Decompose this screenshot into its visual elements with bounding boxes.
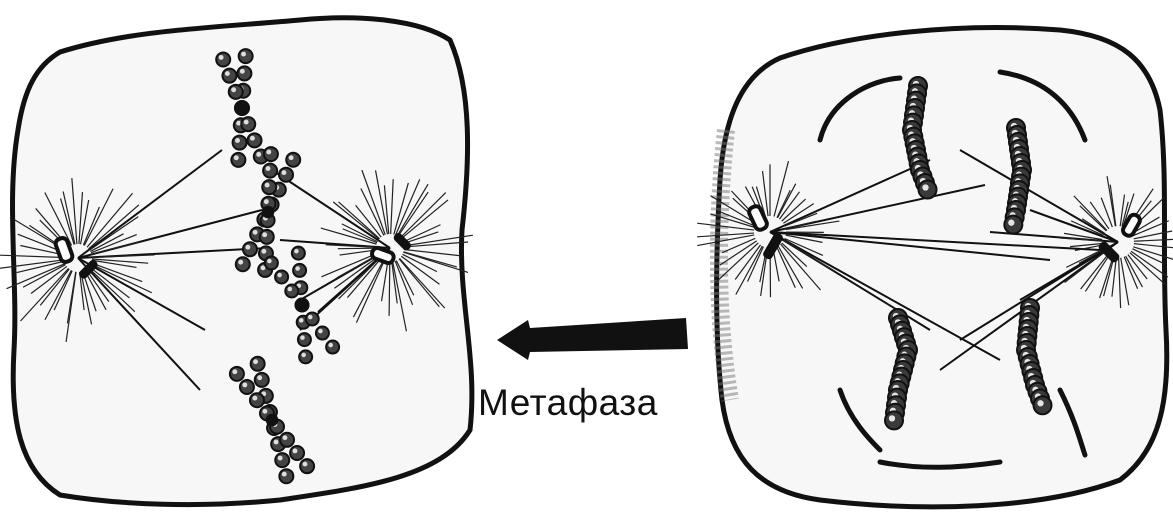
centromere (262, 206, 275, 219)
chromatin-highlight (300, 335, 305, 340)
chromatin-highlight (240, 69, 245, 74)
chromatin-bead (216, 53, 230, 67)
chromatin-highlight (1008, 220, 1014, 226)
chromatin-highlight (281, 170, 286, 175)
chromatin-bead (260, 230, 274, 244)
chromatin-bead (279, 168, 293, 182)
chromatin-bead (280, 433, 294, 447)
chromatin-bead (275, 270, 288, 283)
chromatin-bead (250, 393, 264, 407)
chromatin-bead (299, 350, 312, 363)
chromatin-highlight (262, 409, 267, 414)
chromatin-highlight (253, 230, 258, 235)
chromatin-bead (306, 313, 319, 326)
chromatin-highlight (219, 55, 224, 60)
chromatin-bead (236, 257, 250, 271)
aster-ray (389, 262, 390, 316)
chromatin-highlight (293, 448, 298, 453)
transition-arrow (497, 318, 688, 360)
chromatin-highlight (266, 150, 271, 155)
chromatin-bead (300, 459, 314, 473)
chromatin-highlight (232, 369, 237, 374)
chromatin-highlight (278, 456, 283, 461)
chromatin-highlight (328, 343, 333, 348)
chromatin-bead (241, 117, 255, 131)
chromatin-highlight (231, 87, 236, 92)
chromatin-bead (264, 147, 278, 161)
chromatin-highlight (256, 152, 261, 157)
chromatin-highlight (262, 232, 267, 237)
centromere (266, 414, 279, 427)
chromatin-bead (316, 327, 329, 340)
stage-caption: Метафаза (478, 382, 658, 424)
chromatin-bead (293, 264, 306, 277)
centromere (296, 299, 308, 311)
chromatin-highlight (922, 184, 928, 190)
chromatin-bead (230, 367, 244, 381)
chromatin-highlight (253, 359, 258, 364)
chromatin-bead (263, 164, 277, 178)
chromatin-highlight (245, 245, 250, 250)
chromatin-bead (248, 133, 262, 147)
chromatin-highlight (266, 166, 271, 171)
right-cell-membrane (717, 28, 1167, 507)
chromatin-highlight (294, 249, 299, 254)
chromatin-highlight (252, 396, 257, 401)
chromatin-bead (279, 469, 293, 483)
chromatin-bead (239, 49, 253, 63)
chromatin-bead (251, 357, 265, 371)
right-cell (697, 28, 1173, 507)
chromatin-highlight (282, 435, 287, 440)
chromatin-highlight (889, 415, 895, 421)
chromatin-bead (286, 153, 300, 167)
chromatin-bead (290, 446, 304, 460)
chromatin-highlight (250, 136, 255, 141)
chromatin-bead (233, 136, 247, 150)
chromatin-bead (231, 153, 245, 167)
chromatin-bead (275, 453, 289, 467)
chromatin-highlight (295, 266, 300, 271)
chromatin-highlight (241, 52, 246, 57)
chromatin-highlight (277, 273, 282, 278)
chromatin-highlight (261, 249, 266, 254)
chromatin-bead (265, 256, 278, 269)
chromatin-highlight (288, 287, 293, 292)
chromatin-highlight (265, 183, 270, 188)
chromatin-bead (222, 69, 236, 83)
chromatin-highlight (238, 260, 243, 265)
chromatin-highlight (234, 155, 239, 160)
chromatin-highlight (301, 353, 306, 358)
chromatin-bead (298, 333, 311, 346)
chromatin-highlight (318, 329, 323, 334)
chromatin-bead (237, 66, 251, 80)
chromatin-highlight (244, 120, 249, 125)
chromatin-bead (285, 284, 298, 297)
chromatin-bead (240, 380, 254, 394)
chromatin-bead (326, 341, 339, 354)
chromatin-highlight (267, 259, 272, 264)
chromatin-highlight (289, 155, 294, 160)
chromatin-highlight (257, 375, 262, 380)
chromatin-highlight (282, 472, 287, 477)
chromatin-highlight (264, 199, 269, 204)
chromatin-highlight (308, 315, 313, 320)
chromatin-bead (262, 180, 276, 194)
chromatin-bead (243, 242, 257, 256)
chromatin-highlight (242, 382, 247, 387)
arrow-left-icon (497, 318, 688, 360)
chromatin-highlight (274, 440, 279, 445)
chromatin-bead (255, 373, 269, 387)
chromatin-bead (292, 247, 305, 260)
chromatin-highlight (303, 462, 308, 467)
left-cell (0, 18, 473, 505)
chromatin-highlight (225, 71, 230, 76)
chromatin-bead (229, 85, 243, 99)
chromatin-highlight (299, 318, 304, 323)
chromatin-highlight (1037, 400, 1043, 406)
chromatin-highlight (235, 138, 240, 143)
centromere (236, 102, 249, 115)
